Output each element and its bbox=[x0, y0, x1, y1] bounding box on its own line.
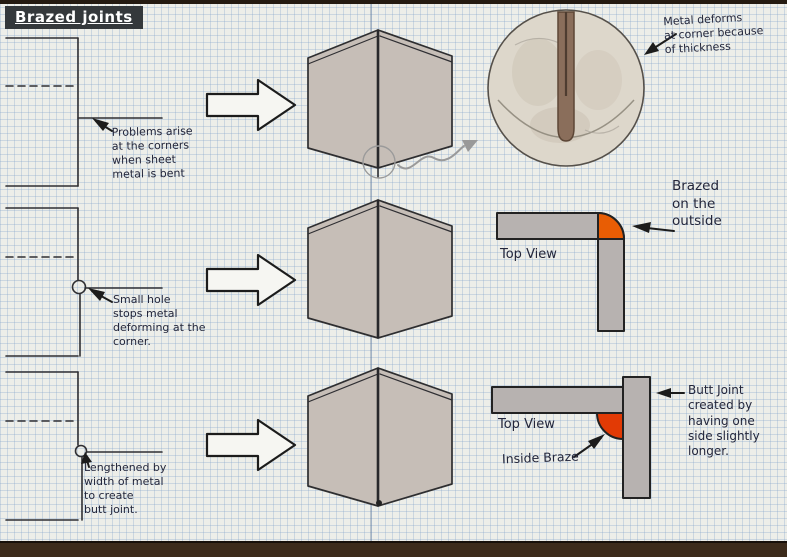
annotation-arrow-brazed-outside bbox=[632, 222, 675, 233]
annotation-arrow-metal-deforms bbox=[644, 33, 677, 55]
note-metal-deforms: Metal deforms at corner because of thick… bbox=[662, 11, 764, 57]
annotation-arrow-problems bbox=[92, 118, 113, 132]
metal-mottle bbox=[574, 50, 622, 110]
note-small-hole: Small hole stops metal deforming at the … bbox=[113, 293, 206, 349]
label-top-view-row2: Top View bbox=[500, 247, 557, 262]
thickness-line bbox=[307, 373, 379, 403]
sketch-scribble bbox=[584, 125, 620, 134]
metal-mottle bbox=[512, 38, 564, 106]
top-view-row2 bbox=[496, 211, 626, 332]
squiggle-arrowhead bbox=[462, 140, 478, 152]
note-lengthened: Lengthened by width of metal to create b… bbox=[84, 461, 167, 517]
squiggle-arrow bbox=[397, 145, 465, 170]
thickness-line bbox=[379, 205, 453, 233]
flat-pattern-row2 bbox=[5, 207, 163, 357]
annotation-arrow-lengthened bbox=[81, 452, 92, 468]
flat-pattern-row3 bbox=[5, 371, 163, 521]
note-butt-joint: Butt Joint created by having one side sl… bbox=[688, 383, 760, 459]
right-panel bbox=[377, 29, 453, 169]
right-panel bbox=[377, 199, 453, 339]
label-top-view-row3: Top View bbox=[498, 417, 555, 432]
desk-edge-bottom bbox=[0, 541, 787, 557]
top-view-row3 bbox=[491, 376, 651, 499]
arrowhead bbox=[81, 452, 92, 464]
note-brazed-outside: Brazed on the outside bbox=[672, 178, 722, 230]
corner-hole bbox=[74, 444, 88, 458]
thickness-line bbox=[379, 373, 453, 401]
arrowhead bbox=[632, 222, 651, 233]
horizontal-bar bbox=[491, 386, 624, 414]
outside-braze-fillet bbox=[597, 211, 626, 240]
inside-braze-fillet bbox=[595, 412, 624, 441]
corner-sketch-row3 bbox=[307, 367, 453, 507]
arrowhead bbox=[588, 434, 605, 449]
left-panel bbox=[307, 367, 379, 507]
corner-sketch-row1 bbox=[307, 29, 478, 179]
arrowhead bbox=[92, 118, 109, 131]
zoom-circle bbox=[487, 9, 645, 167]
arrowhead bbox=[644, 42, 659, 55]
desk-edge-top bbox=[0, 0, 787, 4]
corner-blob bbox=[376, 500, 382, 506]
arrowhead bbox=[656, 388, 671, 398]
annotation-arrow-small-hole bbox=[88, 288, 113, 303]
annotation-arrow-inside-braze bbox=[573, 434, 605, 458]
page-title: Brazed joints bbox=[5, 6, 143, 29]
vertical-bar bbox=[622, 376, 651, 499]
annotation-arrow-butt-joint bbox=[656, 388, 685, 398]
right-panel bbox=[377, 367, 453, 507]
block-arrow-row2 bbox=[205, 253, 297, 307]
note-problems: Problems arise at the corners when sheet… bbox=[111, 124, 193, 182]
label-inside-braze: Inside Braze bbox=[501, 448, 580, 467]
corner-sketch-row2 bbox=[307, 199, 453, 339]
block-arrow-row1 bbox=[205, 78, 297, 132]
pinch-circle bbox=[362, 145, 396, 179]
thickness-line bbox=[379, 35, 453, 63]
block-arrow-row3 bbox=[205, 418, 297, 472]
corner-hole bbox=[71, 279, 87, 295]
thickness-line bbox=[307, 35, 379, 65]
left-panel bbox=[307, 199, 379, 339]
sketch-scribble bbox=[514, 37, 560, 46]
arrowhead bbox=[88, 288, 105, 301]
thickness-line bbox=[307, 205, 379, 235]
left-panel bbox=[307, 29, 379, 169]
